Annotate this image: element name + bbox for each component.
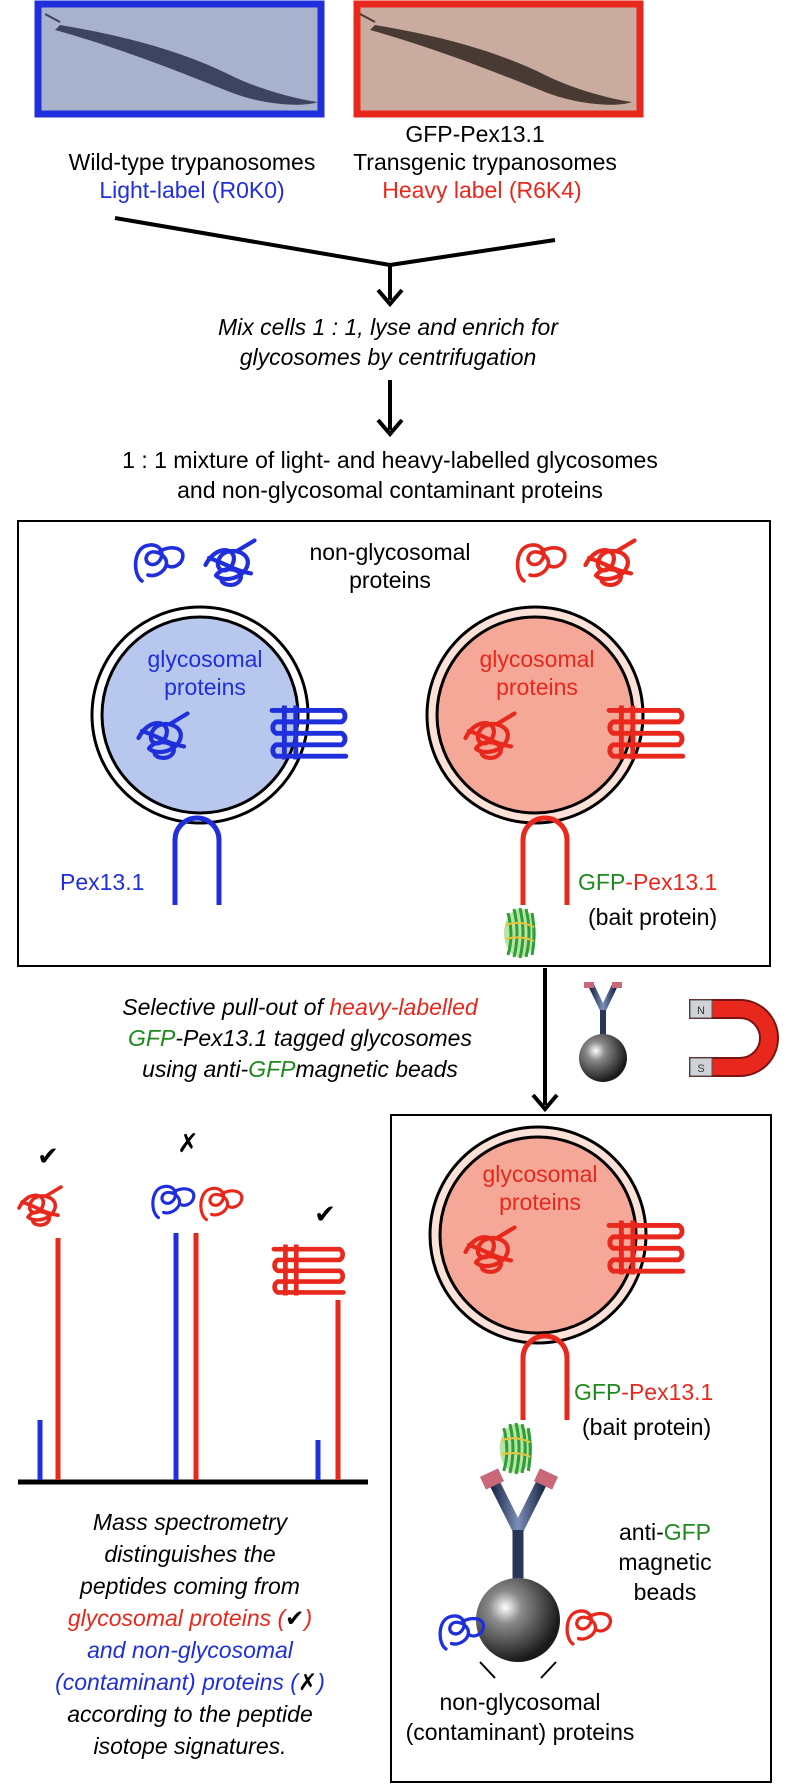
- pex13-light-label: Pex13.1: [60, 869, 144, 895]
- svg-text:according to the peptide: according to the peptide: [67, 1701, 313, 1727]
- gfp-pex13-label: GFP-Pex13.1: [578, 869, 717, 895]
- transgenic-label-line2: Transgenic trypanosomes: [353, 149, 617, 175]
- bait-protein-label-2: (bait protein): [582, 1414, 711, 1440]
- bait-protein-label: (bait protein): [588, 904, 717, 930]
- peak2-light-coil: [153, 1186, 194, 1217]
- glycosomal-proteins-line2: proteins: [499, 1189, 581, 1215]
- transgenic-panel: [353, 0, 644, 118]
- pullout-line3: using anti-GFPmagnetic beads: [142, 1056, 458, 1082]
- light-label: Light-label (R0K0): [99, 177, 284, 203]
- magnetic-label: magnetic: [618, 1549, 711, 1575]
- mass-spectrum: ✔ ✗ ✔: [18, 1128, 368, 1485]
- pullout-line1: Selective pull-out of heavy-labelled: [122, 994, 479, 1020]
- pex13-heavy: [520, 815, 570, 905]
- svg-text:(contaminant) proteins (✗): (contaminant) proteins (✗): [55, 1669, 325, 1695]
- glycosomal-proteins-heavy-line1: glycosomal: [479, 646, 594, 672]
- pullout-line2: GFP-Pex13.1 tagged glycosomes: [128, 1025, 472, 1051]
- nonglyco-label-line1: non-glycosomal: [309, 539, 470, 565]
- heavy-glycosome: glycosomal proteins GFP-Pex13.1 (bait pr…: [425, 605, 717, 960]
- mixture-box: non-glycosomal proteins glycosomal prote…: [17, 520, 771, 967]
- antibody-bead-icon: [579, 982, 627, 1082]
- down-arrow: [376, 380, 404, 438]
- svg-text:N: N: [697, 1005, 705, 1017]
- check-mark-1: ✔: [37, 1141, 59, 1171]
- wildtype-panel: [34, 0, 325, 118]
- peak2-heavy-coil: [201, 1188, 242, 1219]
- heavy-label: Heavy label (R6K4): [382, 177, 581, 203]
- pex13-bait: [520, 1333, 570, 1420]
- svg-text:glycosomal proteins (✔): glycosomal proteins (✔): [68, 1605, 312, 1631]
- svg-text:peptides coming from: peptides coming from: [79, 1573, 300, 1599]
- transgenic-label-line1: GFP-Pex13.1: [405, 121, 544, 147]
- nonglyco-label-line2: proteins: [349, 567, 431, 593]
- glycosomal-proteins-light-line2: proteins: [164, 674, 246, 700]
- svg-text:distinguishes the: distinguishes the: [104, 1541, 275, 1567]
- gfp-pex13-label-2: GFP-Pex13.1: [574, 1379, 713, 1405]
- beads-label: beads: [634, 1579, 697, 1605]
- svg-text:Mass spectrometry: Mass spectrometry: [93, 1509, 289, 1535]
- magnet-icon: N S: [689, 999, 779, 1077]
- check-mark-2: ✔: [314, 1199, 336, 1229]
- trypanosome-image: [55, 25, 318, 105]
- antibody-icon: [479, 1468, 559, 1580]
- cross-mark: ✗: [177, 1128, 199, 1158]
- mixture-line1: 1 : 1 mixture of light- and heavy-labell…: [122, 447, 658, 473]
- pulldown-box: glycosomal proteins GFP-Pex13.1 (bait pr…: [390, 1114, 772, 1783]
- merge-arrow: [114, 216, 556, 308]
- glycosomal-proteins-heavy-line2: proteins: [496, 674, 578, 700]
- svg-text:S: S: [697, 1063, 704, 1075]
- magnetic-bead-icon: [476, 1578, 560, 1662]
- mix-step-line2: glycosomes by centrifugation: [240, 344, 537, 370]
- trypanosome-image: [370, 25, 632, 105]
- glycosomal-proteins-light-line1: glycosomal: [147, 646, 262, 672]
- peak1-protein-tangle: [19, 1187, 61, 1225]
- mix-step-line1: Mix cells 1 : 1, lyse and enrich for: [218, 314, 559, 340]
- svg-text:and non-glycosomal: and non-glycosomal: [87, 1637, 294, 1663]
- light-glycosome: glycosomal proteins Pex13.1: [60, 605, 346, 905]
- peak3-protein-helix: [274, 1245, 344, 1296]
- contaminant-label-line2: (contaminant) proteins: [406, 1719, 635, 1745]
- svg-text:isotope signatures.: isotope signatures.: [93, 1733, 286, 1759]
- wildtype-label: Wild-type trypanosomes: [69, 149, 316, 175]
- mixture-line2: and non-glycosomal contaminant proteins: [177, 477, 603, 503]
- pex13-light: [172, 815, 222, 905]
- pullout-arrow: [531, 968, 559, 1113]
- anti-gfp-label: anti-GFP: [619, 1519, 711, 1545]
- contaminant-label-line1: non-glycosomal: [439, 1689, 600, 1715]
- ms-caption: Mass spectrometry distinguishes the pept…: [55, 1509, 325, 1759]
- glycosomal-proteins-line1: glycosomal: [482, 1161, 597, 1187]
